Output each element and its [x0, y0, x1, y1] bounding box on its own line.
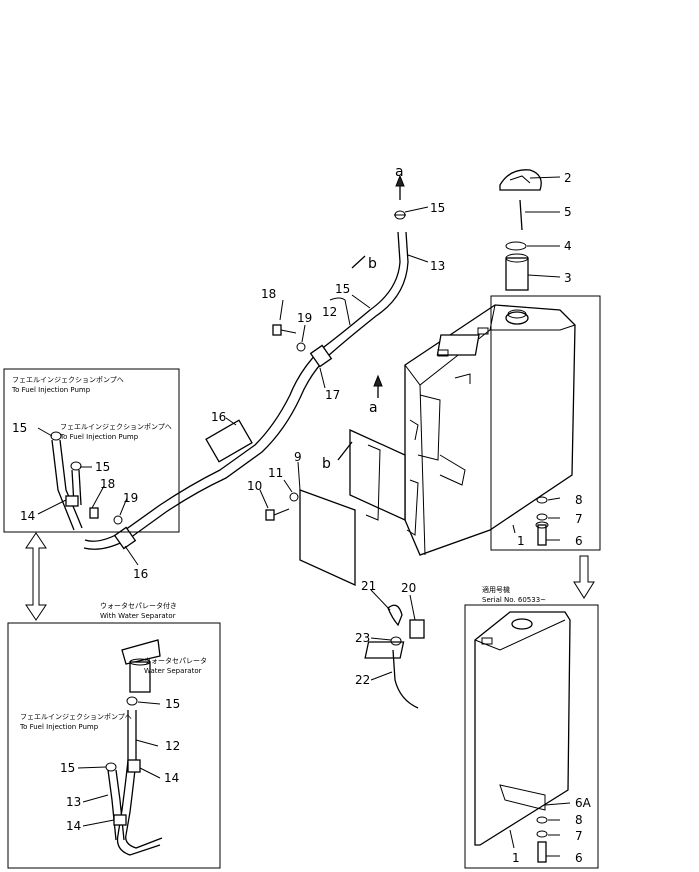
label-7: 7 [575, 829, 583, 843]
caption-jp: ウォータセパレータ付き [100, 601, 177, 610]
elbow-fitting [387, 604, 425, 639]
caption-en: Serial No. 60533~ [482, 596, 546, 604]
caption-jp: 適用号機 [482, 585, 510, 594]
label-11: 11 [268, 466, 283, 480]
label-15: 15 [335, 282, 350, 296]
label-19: 19 [297, 311, 312, 325]
injection-tube [50, 431, 123, 531]
label-16: 16 [133, 567, 148, 581]
nut [394, 210, 406, 220]
label-5: 5 [564, 205, 572, 219]
water-separator [121, 639, 161, 706]
label-6: 6 [575, 534, 583, 548]
letter-b: b [322, 456, 331, 472]
label-23: 23 [355, 631, 370, 645]
separator-hose [105, 710, 163, 856]
label-9: 9 [294, 450, 302, 464]
strainer [505, 253, 529, 291]
clamp-ring [390, 636, 402, 646]
label-14: 14 [66, 819, 81, 833]
label-19: 19 [123, 491, 138, 505]
label-12: 12 [165, 739, 180, 753]
washer [289, 492, 299, 502]
caption-en: To Fuel Injection Pump [11, 386, 91, 394]
arrow-down-icon [573, 555, 595, 599]
caption-en: To Fuel Injection Pump [19, 723, 99, 731]
label-15: 15 [165, 697, 180, 711]
caption-en: Water Separator [144, 667, 202, 675]
label-3: 3 [564, 271, 572, 285]
label-22: 22 [355, 673, 370, 687]
label-14: 14 [164, 771, 179, 785]
arrow-right-icon [351, 255, 366, 269]
filler-cap [499, 169, 542, 191]
arrow-up-icon [395, 174, 405, 187]
view-letters: a b a b [322, 164, 404, 472]
label-15: 15 [60, 761, 75, 775]
bolt [272, 324, 297, 336]
hose-clamp-lower [113, 526, 137, 550]
label-21: 21 [361, 579, 376, 593]
washer [296, 342, 306, 352]
inset-box-drain [490, 295, 601, 551]
caption-jp: フェエルインジェクションポンプへ [12, 376, 124, 384]
label-6: 6 [575, 851, 583, 865]
letter-b: b [368, 256, 377, 272]
inset-box-water-separator [7, 622, 221, 869]
letter-a: a [369, 400, 378, 416]
label-18: 18 [100, 477, 115, 491]
label-6a: 6A [575, 796, 592, 810]
fuel-tank-main [404, 304, 576, 556]
inset-box-serial [464, 604, 599, 869]
caption-jp: フェエルインジェクションポンプへ [60, 423, 172, 431]
gasket-ring [505, 241, 527, 251]
label-2: 2 [564, 171, 572, 185]
label-14: 14 [20, 509, 35, 523]
label-8: 8 [575, 493, 583, 507]
double-arrow-icon [25, 532, 47, 621]
letter-a: a [395, 164, 404, 180]
label-15: 15 [95, 460, 110, 474]
label-16: 16 [211, 410, 226, 424]
label-7: 7 [575, 512, 583, 526]
arrow-right-icon [337, 441, 353, 461]
caption-en: With Water Separator [100, 612, 176, 620]
captions: フェエルインジェクションポンプへ To Fuel Injection Pump … [11, 376, 546, 731]
label-8: 8 [575, 813, 583, 827]
label-13: 13 [430, 259, 445, 273]
label-15: 15 [12, 421, 27, 435]
label-20: 20 [401, 581, 416, 595]
part-number-labels: 2 5 4 3 15 13 15 12 18 19 17 16 9 11 10 … [12, 171, 592, 865]
label-12: 12 [322, 305, 337, 319]
inset-box-injection [3, 368, 180, 533]
hose-clamp-bracket [205, 419, 253, 463]
bracket-plate [299, 428, 406, 587]
arrow-up-icon [373, 374, 383, 387]
bolt [265, 508, 290, 521]
fuel-tank-late [364, 611, 571, 863]
leader-lines [37, 176, 571, 857]
caption-jp: ウォータセパレータ [144, 656, 207, 665]
label-4: 4 [564, 239, 572, 253]
label-1: 1 [517, 534, 525, 548]
drain-hose [392, 649, 419, 709]
caption-jp: フェエルインジェクションポンプへ [20, 713, 132, 721]
drain-parts [535, 496, 549, 546]
label-10: 10 [247, 479, 262, 493]
label-17: 17 [325, 388, 340, 402]
caption-en: To Fuel Injection Pump [59, 433, 139, 441]
label-1: 1 [512, 851, 520, 865]
fuel-hose-main [83, 231, 409, 550]
hose-clamp [309, 344, 333, 368]
label-18: 18 [261, 287, 276, 301]
label-13: 13 [66, 795, 81, 809]
label-15: 15 [430, 201, 445, 215]
strainer-pin [519, 199, 523, 231]
